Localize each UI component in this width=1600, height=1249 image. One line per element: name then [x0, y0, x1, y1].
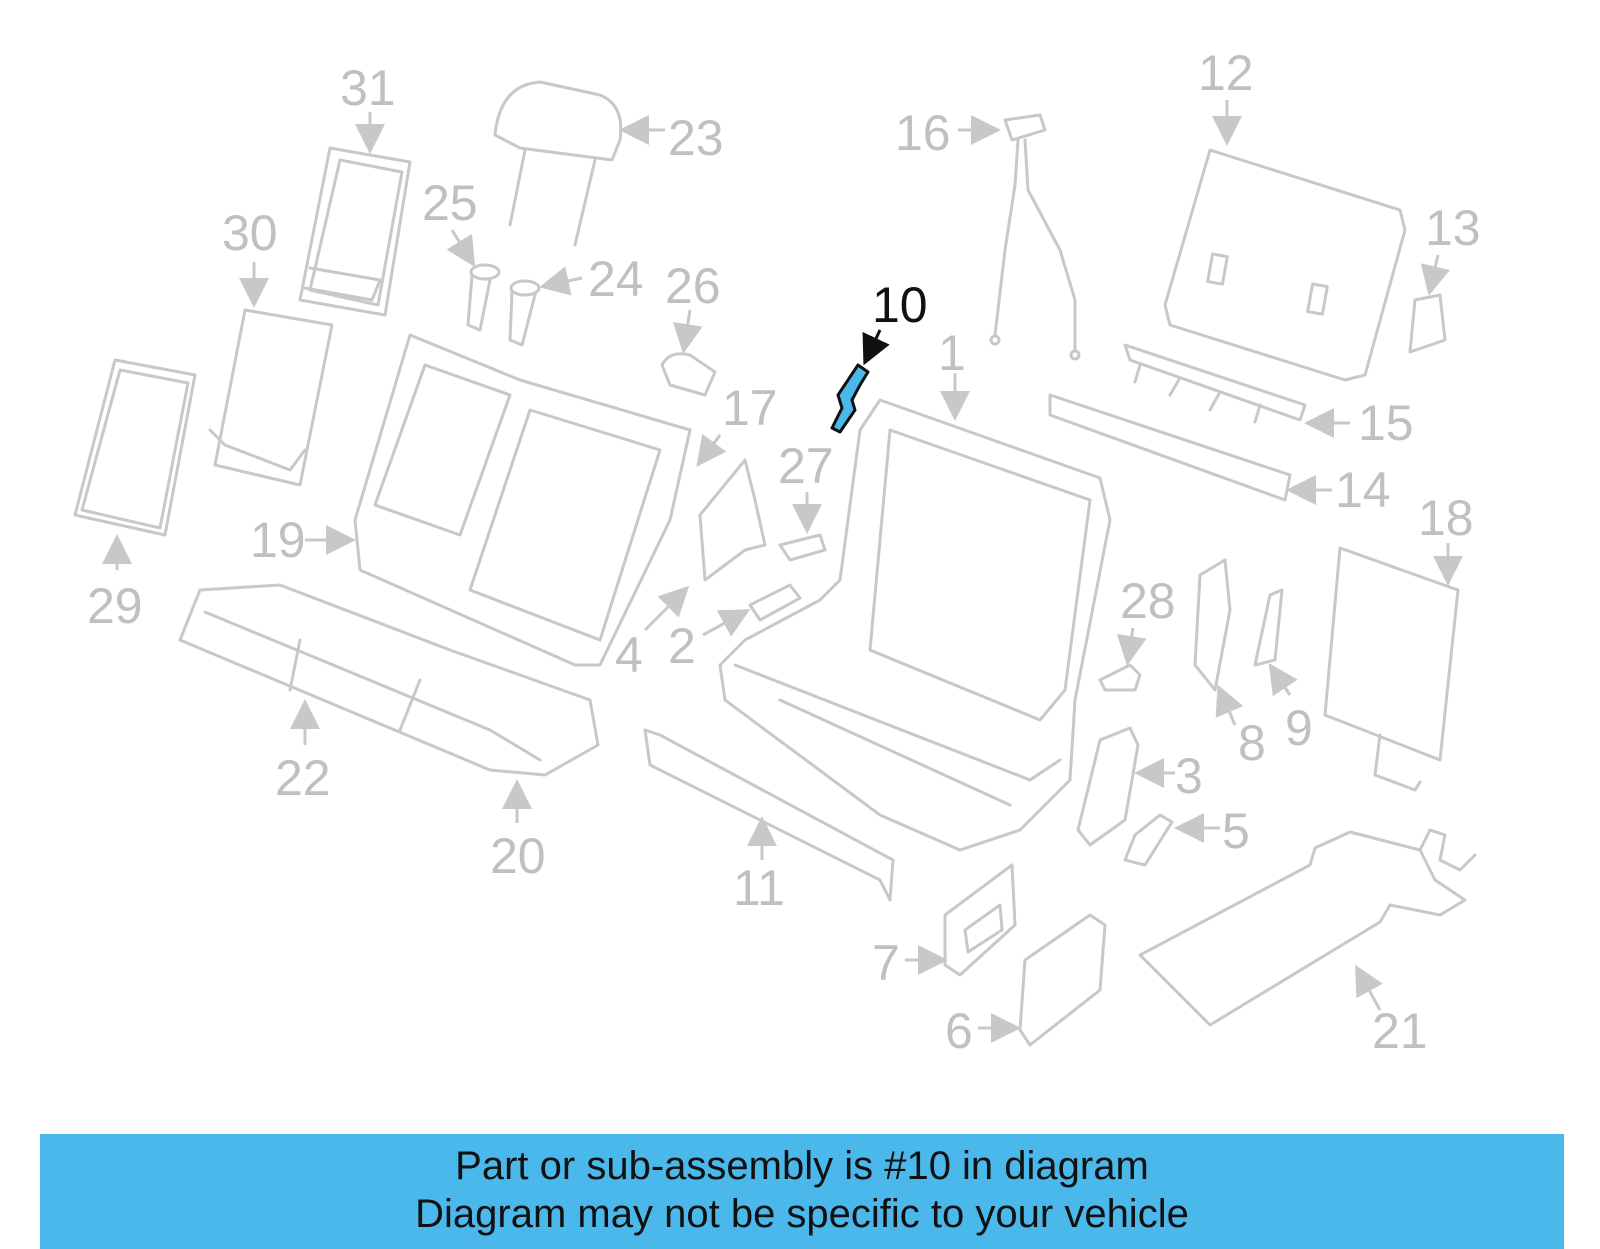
- part-10-highlighted: [830, 329, 890, 434]
- part-18-panel: [1323, 543, 1463, 792]
- part-19-seatback: [305, 333, 692, 667]
- part-15-bracket: [1123, 343, 1350, 438]
- callout-14: 14: [1335, 462, 1391, 518]
- part-21-floor-panel: [1138, 828, 1477, 1027]
- part-30-panel: [208, 262, 334, 487]
- leader-4: [643, 585, 690, 632]
- callout-5: 5: [1222, 803, 1250, 859]
- callout-11: 11: [733, 860, 785, 916]
- part-1-seat-frame: [718, 373, 1112, 852]
- callout-15: 15: [1358, 395, 1414, 451]
- part-16-cable: [958, 113, 1081, 361]
- callout-20: 20: [490, 828, 546, 884]
- callout-29: 29: [87, 578, 143, 634]
- part-9-bracket: [1253, 588, 1298, 697]
- part-5-cover: [1123, 813, 1220, 867]
- part-31-bracket: [298, 112, 412, 317]
- callout-21: 21: [1372, 1003, 1428, 1059]
- part-22-cushion-cover: [178, 583, 600, 777]
- part-8-bracket: [1193, 558, 1244, 726]
- banner-line-disclaimer: Diagram may not be specific to your vehi…: [415, 1192, 1189, 1236]
- callout-7: 7: [872, 935, 900, 991]
- callout-9: 9: [1285, 700, 1313, 756]
- part-24-guide: [508, 266, 583, 347]
- callout-24: 24: [588, 251, 644, 307]
- part-23-headrest: [493, 80, 665, 247]
- callout-26: 26: [665, 258, 721, 314]
- callout-23: 23: [668, 110, 724, 166]
- callout-6: 6: [945, 1003, 973, 1059]
- part-11-rail: [643, 728, 895, 902]
- part-2-bracket: [702, 583, 802, 637]
- part-27-clip: [778, 492, 827, 562]
- part-12-panel: [1163, 100, 1407, 382]
- part-14-bracket: [1048, 393, 1332, 505]
- part-29-panel: [73, 358, 197, 570]
- callout-10: 10: [872, 277, 928, 333]
- part-25-guide: [446, 229, 501, 332]
- callout-30: 30: [222, 205, 278, 261]
- callout-2: 2: [668, 618, 696, 674]
- callout-25: 25: [422, 175, 478, 231]
- callout-1: 1: [938, 325, 966, 381]
- callout-31: 31: [340, 60, 396, 116]
- part-26-latch-cover: [660, 309, 717, 397]
- callout-17: 17: [722, 380, 778, 436]
- banner-line-part: Part or sub-assembly is #10 in diagram: [455, 1144, 1149, 1188]
- callout-3: 3: [1175, 748, 1203, 804]
- callout-28: 28: [1120, 573, 1176, 629]
- callout-12: 12: [1198, 45, 1254, 101]
- part-3-cover: [1076, 726, 1175, 847]
- callout-18: 18: [1418, 490, 1474, 546]
- callout-4: 4: [615, 627, 643, 683]
- part-7-bracket: [905, 863, 1017, 977]
- callout-22: 22: [275, 750, 331, 806]
- callout-27: 27: [778, 438, 834, 494]
- callout-16: 16: [895, 105, 951, 161]
- callout-8: 8: [1238, 715, 1266, 771]
- part-6-panel: [978, 913, 1107, 1047]
- part-28-clip: [1098, 627, 1147, 692]
- callout-19: 19: [250, 512, 306, 568]
- part-17-bracket: [696, 433, 767, 582]
- callout-labels: 1 2 3 4 5 6 7 8 9 10 11 12 13 14 15 16 1…: [87, 45, 1481, 1059]
- part-13-trim: [1408, 254, 1450, 354]
- callout-13: 13: [1425, 200, 1481, 256]
- info-banner: Part or sub-assembly is #10 in diagram D…: [40, 1134, 1564, 1249]
